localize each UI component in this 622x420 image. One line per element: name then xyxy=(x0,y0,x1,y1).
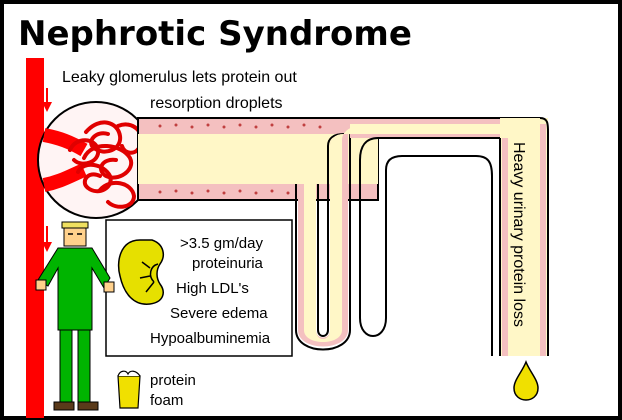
protein-foam-label-1: protein xyxy=(150,372,196,389)
page-title: Nephrotic Syndrome xyxy=(18,14,412,54)
finding-5: Hypoalbuminemia xyxy=(150,330,271,347)
protein-foam-label-2: foam xyxy=(150,392,183,409)
collecting-duct-wall-right xyxy=(540,124,546,356)
finding-1: >3.5 gm/day xyxy=(180,235,263,252)
finding-3: High LDL's xyxy=(176,280,249,297)
heavy-loss-label: Heavy urinary protein loss xyxy=(510,142,527,327)
finding-4: Severe edema xyxy=(170,305,268,322)
patient-hair xyxy=(62,222,88,228)
finding-2: proteinuria xyxy=(192,255,264,272)
leaky-label: Leaky glomerulus lets protein out xyxy=(62,69,297,86)
patient-left-leg xyxy=(60,330,72,402)
foam-cup xyxy=(118,371,140,408)
artery-lower xyxy=(26,172,44,418)
patient-right-leg xyxy=(78,330,90,402)
collecting-duct-wall-left xyxy=(502,138,508,356)
resorption-label: resorption droplets xyxy=(150,95,283,112)
